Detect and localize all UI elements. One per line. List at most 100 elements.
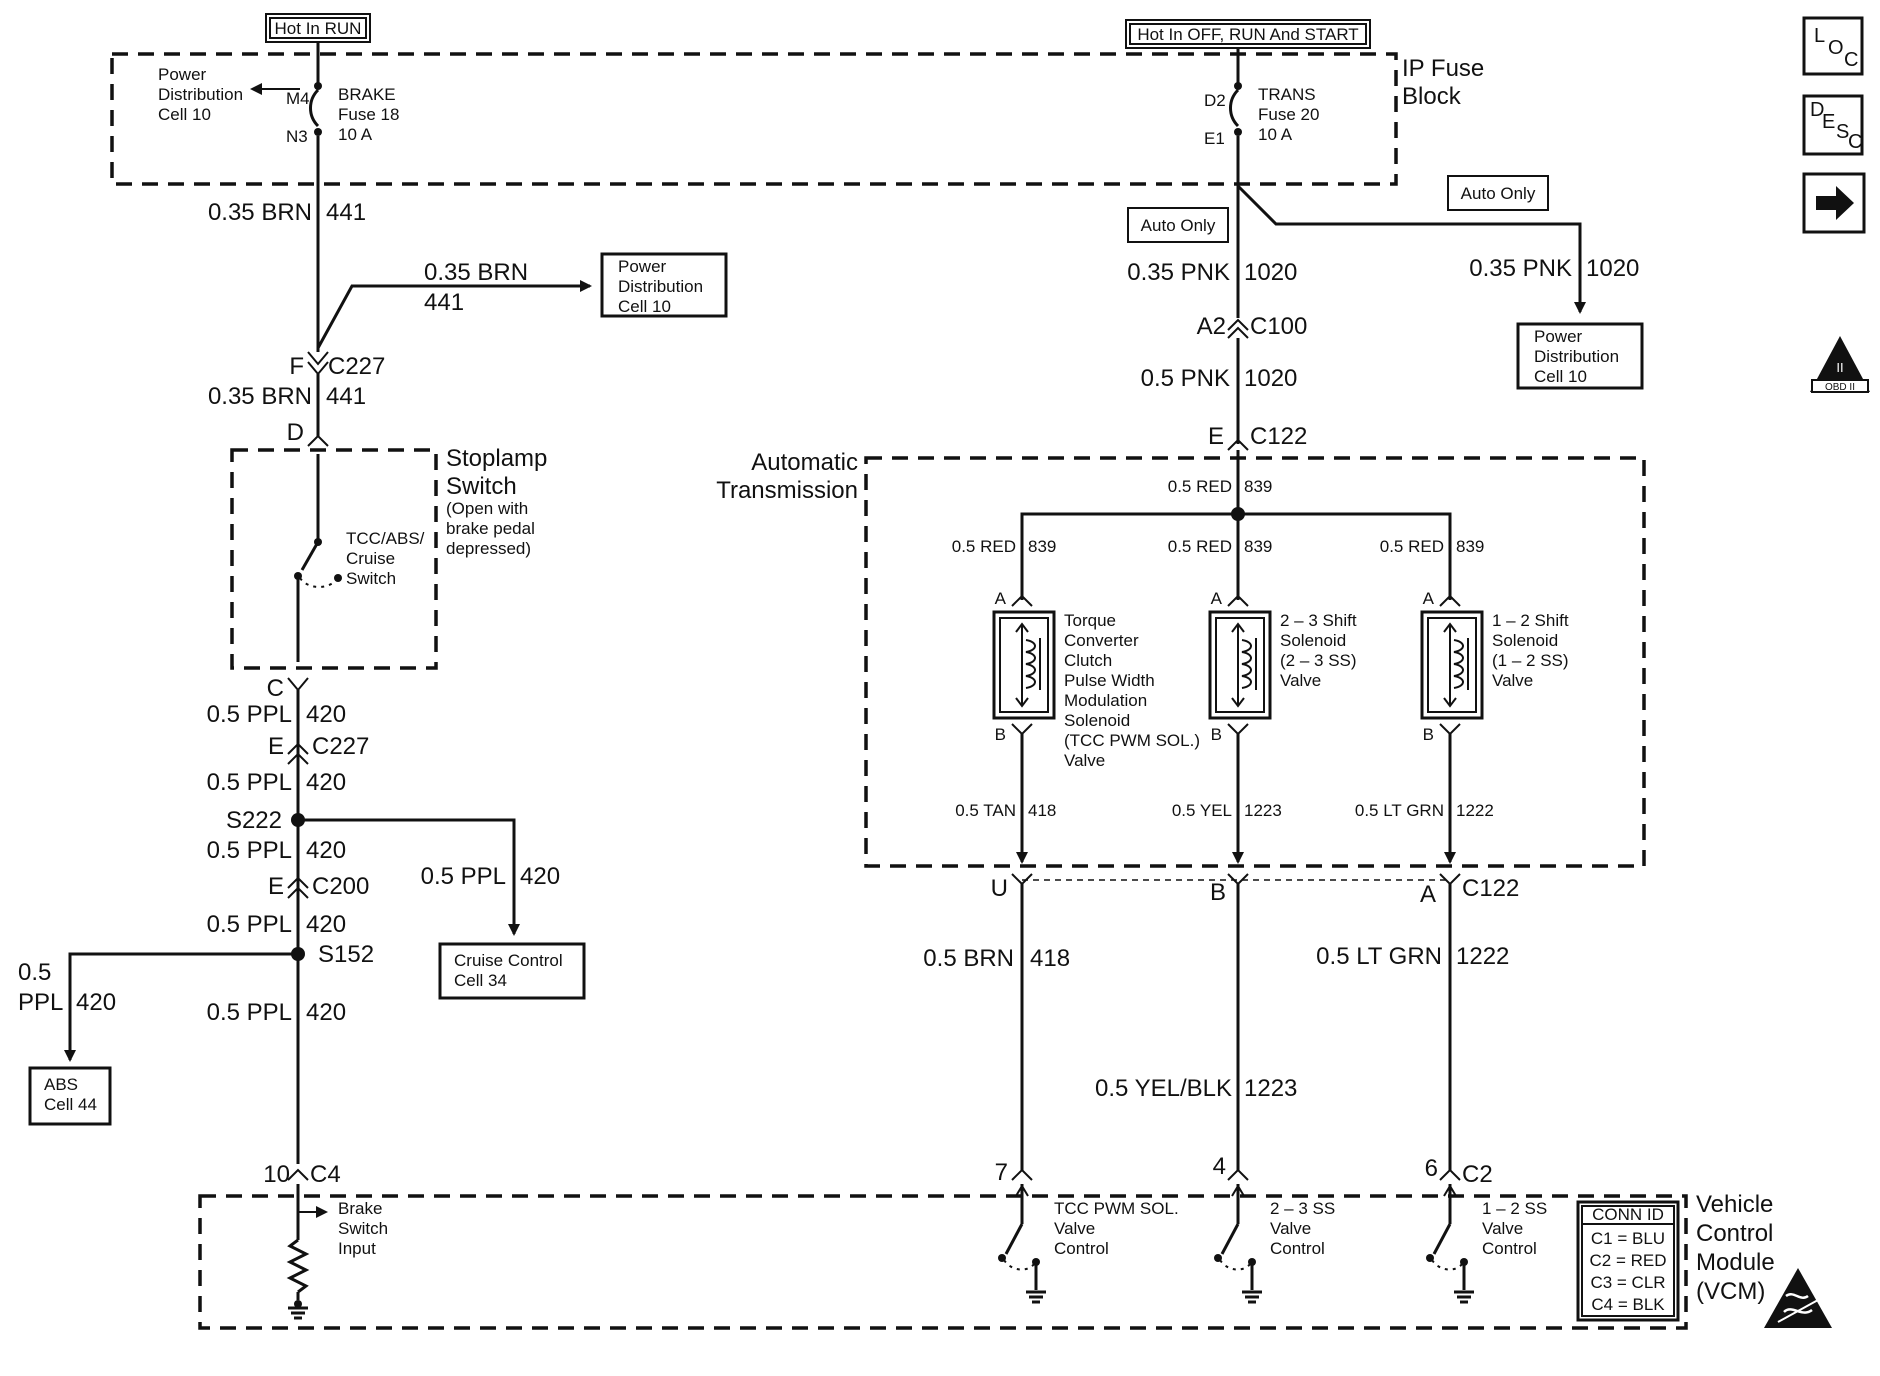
- tcc-ctrl-label-1: TCC PWM SOL.: [1054, 1199, 1179, 1218]
- connector-c227-f-icon: [307, 351, 329, 376]
- c122-pin-a: A: [1420, 881, 1436, 908]
- stoplamp-note-3: depressed): [446, 539, 531, 558]
- c200-e-pin: E: [268, 873, 284, 900]
- ss12-label-3: (1 – 2 SS): [1492, 651, 1569, 670]
- connector-c200-icon: [287, 876, 309, 899]
- right-branch-wire: 0.35 PNK: [1469, 255, 1572, 282]
- auto-only-label-1: Auto Only: [1141, 216, 1216, 235]
- brake-fuse-label-2: Fuse 18: [338, 105, 399, 124]
- right-branch-circuit: 1020: [1586, 255, 1639, 282]
- c122-a-icon: [1439, 873, 1461, 886]
- pd-note-2: Distribution: [158, 85, 243, 104]
- c122-b-icon: [1227, 873, 1249, 886]
- vcm-outline: [198, 1194, 1688, 1330]
- component-location-button[interactable]: L O C: [1802, 16, 1864, 76]
- left-w4-circuit: 420: [306, 769, 346, 796]
- brake-fuse-label-3: 10 A: [338, 125, 373, 144]
- c100-name: C100: [1250, 313, 1307, 340]
- pd-note-3: Cell 10: [158, 105, 211, 124]
- loc-letter-c: C: [1844, 49, 1858, 71]
- feed-circuit: 839: [1244, 477, 1272, 496]
- vcm-w2-wire: 0.5 LT GRN: [1316, 943, 1442, 970]
- stoplamp-c-pin: C: [267, 675, 284, 702]
- c200-name: C200: [312, 873, 369, 900]
- cruise-circuit: 420: [520, 863, 560, 890]
- hot-in-off-run-start-tag: Hot In OFF, RUN And START: [1125, 19, 1371, 49]
- brake-fuse-label-1: BRAKE: [338, 85, 396, 104]
- sol2-wire: 0.5 RED: [1168, 537, 1232, 556]
- connector-c122-e-icon: [1227, 438, 1249, 451]
- left-w4-wire: 0.5 PPL: [207, 769, 292, 796]
- tcc-ctrl-label-3: Control: [1054, 1239, 1109, 1258]
- c2-name: C2: [1462, 1161, 1493, 1188]
- c227-f-pin: F: [289, 353, 304, 380]
- ss12-label-4: Valve: [1492, 671, 1533, 690]
- out3-wire: 0.5 LT GRN: [1355, 801, 1444, 820]
- ss23-pin-b: B: [1211, 725, 1222, 744]
- tcc-pin-a: A: [995, 589, 1007, 608]
- tcc-sol-label-3: Clutch: [1064, 651, 1112, 670]
- ss12-label-1: 1 – 2 Shift: [1492, 611, 1569, 630]
- cruise-control-box: Cruise Control Cell 34: [438, 942, 586, 1000]
- ip-fuse-block-title-2: Block: [1402, 83, 1462, 110]
- out1-circuit: 418: [1028, 801, 1056, 820]
- ss23-label-4: Valve: [1280, 671, 1321, 690]
- left-w2-wire: 0.35 BRN: [208, 383, 312, 410]
- tcc-abs-cruise-switch-icon: [294, 454, 342, 662]
- vcm-w2-circuit: 1222: [1456, 943, 1509, 970]
- power-distribution-box-right: Power Distribution Cell 10: [1516, 322, 1644, 390]
- trans-fuse-label-3: 10 A: [1258, 125, 1293, 144]
- left-branch-circuit: 441: [424, 289, 464, 316]
- vcm-w1-circuit: 418: [1030, 945, 1070, 972]
- c122-bottom-name: C122: [1462, 875, 1519, 902]
- connector-c-icon: [287, 677, 309, 692]
- trans-fuse-icon: [1229, 48, 1242, 136]
- right-w1-wire: 0.35 PNK: [1127, 259, 1230, 286]
- ss12-ctrl-label-2: Valve: [1482, 1219, 1523, 1238]
- c2-pin4-icon: [1227, 1168, 1249, 1181]
- left-w1-circuit: 441: [326, 199, 366, 226]
- tcc-sol-label-2: Converter: [1064, 631, 1139, 650]
- wire-ppl-420-cruise: [298, 818, 520, 936]
- trans-fuse-pin-e1: E1: [1204, 129, 1225, 148]
- ip-fuse-block-title-1: IP Fuse: [1402, 55, 1484, 82]
- connector-c4-icon: [287, 1168, 309, 1181]
- wire-red-839-bus: [1020, 512, 1452, 600]
- c2-pin-4: 4: [1213, 1153, 1226, 1180]
- pd-box-right-3: Cell 10: [1534, 367, 1587, 386]
- c227-bottom-name: C227: [312, 733, 369, 760]
- connector-c100-icon: [1227, 318, 1249, 339]
- ss12-pin-a: A: [1423, 589, 1435, 608]
- conn-id-c3: C3 = CLR: [1590, 1273, 1665, 1292]
- left-w5-wire: 0.5 PPL: [207, 837, 292, 864]
- abs-box-2: Cell 44: [44, 1095, 97, 1114]
- pd-box-right-1: Power: [1534, 327, 1583, 346]
- left-w7-circuit: 420: [306, 999, 346, 1026]
- ss12-ctrl-label-1: 1 – 2 SS: [1482, 1199, 1547, 1218]
- automatic-transmission-outline: [864, 456, 1646, 868]
- loc-letter-l: L: [1814, 25, 1825, 47]
- c122-pin-u: U: [991, 875, 1008, 902]
- left-w6-circuit: 420: [306, 911, 346, 938]
- vcm-title-4: (VCM): [1696, 1278, 1765, 1305]
- trans-fuse-label-1: TRANS: [1258, 85, 1316, 104]
- left-w6-wire: 0.5 PPL: [207, 911, 292, 938]
- hot-in-run-label: Hot In RUN: [275, 19, 362, 38]
- ss23-driver-switch-icon: [1214, 1184, 1262, 1304]
- splice-s152-label: S152: [318, 941, 374, 968]
- trans-fuse-label-2: Fuse 20: [1258, 105, 1319, 124]
- pd-note-1: Power: [158, 65, 207, 84]
- left-w2-circuit: 441: [326, 383, 366, 410]
- tcc-pin-b: B: [995, 725, 1006, 744]
- brake-input-label-2: Switch: [338, 1219, 388, 1238]
- brake-input-label-3: Input: [338, 1239, 376, 1258]
- system-description-button[interactable]: D E S C: [1802, 94, 1864, 156]
- c4-name: C4: [310, 1161, 341, 1188]
- next-page-button[interactable]: [1802, 172, 1866, 234]
- tcc-sol-label-8: Valve: [1064, 751, 1105, 770]
- conn-id-title: CONN ID: [1592, 1205, 1664, 1224]
- c100-pin: A2: [1197, 313, 1226, 340]
- abs-wire-2: PPL: [18, 989, 63, 1016]
- left-w3-wire: 0.5 PPL: [207, 701, 292, 728]
